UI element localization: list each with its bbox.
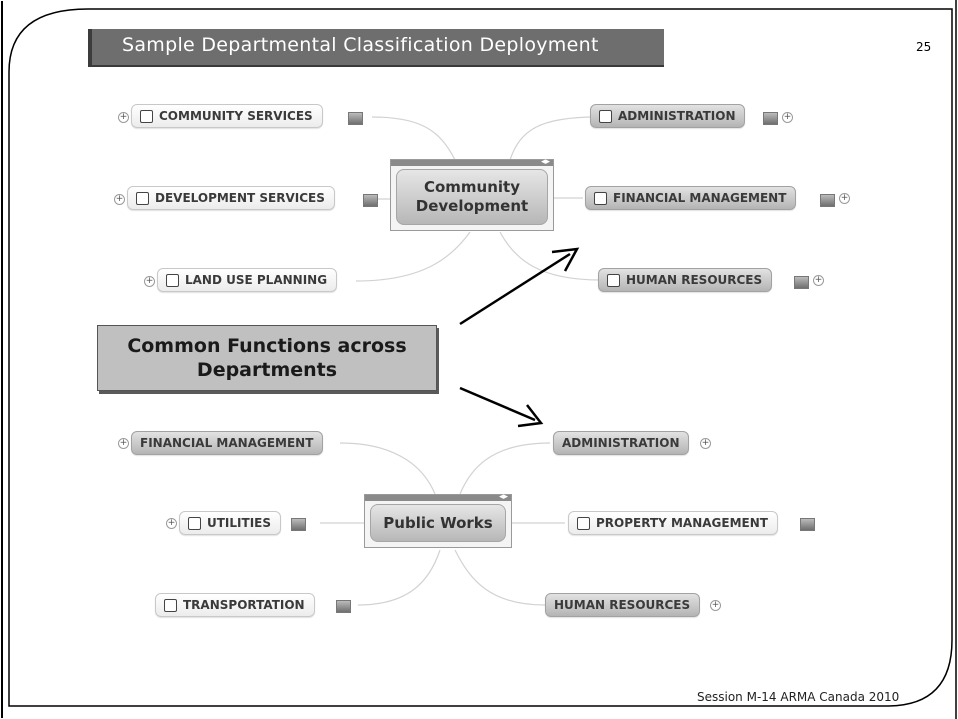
note-icon[interactable] — [794, 276, 809, 289]
arrows — [459, 247, 580, 428]
slide-border — [8, 8, 953, 707]
checkbox-icon[interactable] — [140, 109, 153, 123]
common-functions-callout: Common Functions across Departments — [97, 325, 437, 391]
note-icon[interactable] — [348, 112, 363, 125]
node-label: DEVELOPMENT SERVICES — [155, 191, 325, 205]
node-financial-management[interactable]: FINANCIAL MANAGEMENT — [585, 186, 797, 210]
page-number: 25 — [916, 40, 932, 54]
resize-grip-icon[interactable]: ◂▸ — [540, 157, 550, 167]
center-node-body: Community Development — [396, 169, 548, 225]
arrow-down-head — [517, 404, 544, 428]
checkbox-icon[interactable] — [577, 516, 590, 530]
node-utilities[interactable]: UTILITIES — [179, 511, 281, 535]
center-node-bar — [365, 495, 511, 501]
expand-icon[interactable]: + — [114, 194, 125, 205]
node-human-resources[interactable]: HUMAN RESOURCES — [545, 593, 701, 617]
node-land-use-planning[interactable]: LAND USE PLANNING — [157, 268, 338, 292]
resize-grip-icon[interactable]: ◂▸ — [498, 492, 508, 502]
slide-title: Sample Departmental Classification Deplo… — [122, 34, 599, 56]
connectors-top — [355, 116, 601, 282]
arrow-up — [459, 252, 571, 326]
connectors-bottom — [320, 442, 565, 606]
node-label: TRANSPORTATION — [183, 598, 305, 612]
expand-icon[interactable]: + — [813, 275, 824, 286]
arrow-up-head — [551, 247, 580, 272]
expand-icon[interactable]: + — [700, 438, 711, 449]
node-label: HUMAN RESOURCES — [554, 598, 691, 612]
expand-icon[interactable]: + — [839, 193, 850, 204]
node-label: COMMUNITY SERVICES — [159, 109, 313, 123]
node-label: FINANCIAL MANAGEMENT — [140, 436, 314, 450]
note-icon[interactable] — [291, 518, 306, 531]
expand-icon[interactable]: + — [782, 112, 793, 123]
center-node-community-development[interactable]: ◂▸ Community Development — [390, 157, 554, 231]
checkbox-icon[interactable] — [607, 273, 620, 287]
node-community-services[interactable]: COMMUNITY SERVICES — [131, 104, 323, 128]
node-label: ADMINISTRATION — [562, 436, 680, 450]
note-icon[interactable] — [363, 194, 378, 207]
center-line1: Community — [423, 178, 520, 196]
expand-icon[interactable]: + — [144, 276, 155, 287]
node-human-resources[interactable]: HUMAN RESOURCES — [598, 268, 773, 292]
center-node-bar — [391, 160, 553, 166]
expand-icon[interactable]: + — [118, 112, 129, 123]
node-property-management[interactable]: PROPERTY MANAGEMENT — [568, 511, 778, 535]
note-icon[interactable] — [763, 112, 778, 125]
checkbox-icon[interactable] — [599, 109, 612, 123]
title-bar: Sample Departmental Classification Deplo… — [88, 29, 664, 65]
center-node-public-works[interactable]: ◂▸ Public Works — [364, 492, 512, 548]
checkbox-icon[interactable] — [136, 191, 149, 205]
node-development-services[interactable]: DEVELOPMENT SERVICES — [127, 186, 335, 210]
expand-icon[interactable]: + — [166, 518, 177, 529]
center-node-body: Public Works — [370, 504, 506, 542]
checkbox-icon[interactable] — [166, 273, 179, 287]
arrow-down — [459, 386, 536, 422]
node-label: HUMAN RESOURCES — [626, 273, 763, 287]
note-icon[interactable] — [820, 194, 835, 207]
checkbox-icon[interactable] — [594, 191, 607, 205]
node-transportation[interactable]: TRANSPORTATION — [155, 593, 315, 617]
center-line2: Development — [415, 197, 529, 215]
node-label: PROPERTY MANAGEMENT — [596, 516, 768, 530]
note-icon[interactable] — [800, 518, 815, 531]
node-label: FINANCIAL MANAGEMENT — [613, 191, 787, 205]
note-icon[interactable] — [336, 600, 351, 613]
checkbox-icon[interactable] — [164, 598, 177, 612]
node-label: LAND USE PLANNING — [185, 273, 328, 287]
callout-line1: Common Functions across — [127, 335, 407, 357]
node-administration[interactable]: ADMINISTRATION — [590, 104, 746, 128]
center-line1: Public Works — [383, 513, 493, 532]
callout-line2: Departments — [196, 359, 338, 381]
expand-icon[interactable]: + — [118, 438, 129, 449]
node-label: UTILITIES — [207, 516, 271, 530]
expand-icon[interactable]: + — [710, 600, 721, 611]
node-administration[interactable]: ADMINISTRATION — [553, 431, 690, 455]
session-footer: Session M-14 ARMA Canada 2010 — [697, 690, 900, 704]
checkbox-icon[interactable] — [188, 516, 201, 530]
node-label: ADMINISTRATION — [618, 109, 736, 123]
node-financial-management[interactable]: FINANCIAL MANAGEMENT — [131, 431, 324, 455]
